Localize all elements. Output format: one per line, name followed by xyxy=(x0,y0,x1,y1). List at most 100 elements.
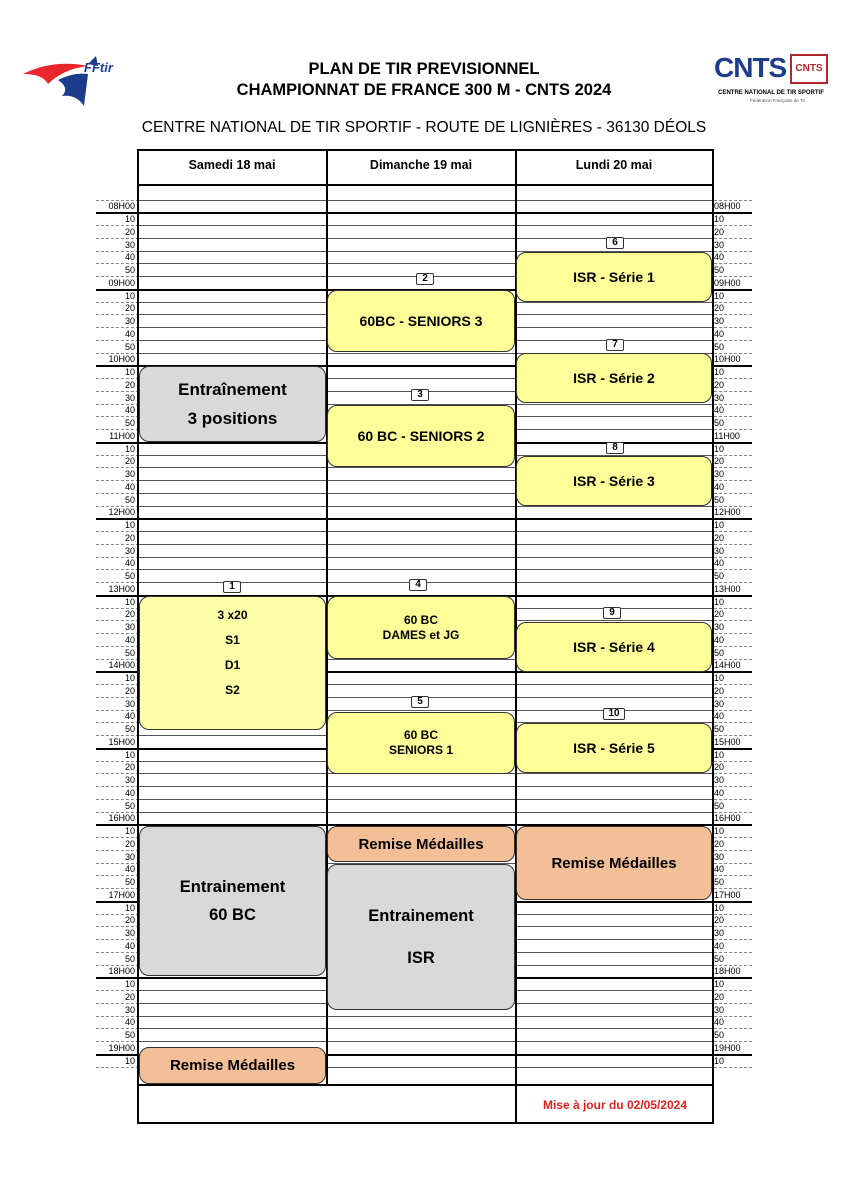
block-line: S1 xyxy=(225,633,240,647)
row-label-right: 13H00 xyxy=(714,583,741,594)
row-label-right: 50 xyxy=(714,877,725,887)
row-label-left: 20 xyxy=(124,838,135,849)
row-label-right: 30 xyxy=(714,698,725,709)
row-label-right: 50 xyxy=(714,265,725,275)
row-label-left: 50 xyxy=(124,877,135,887)
block-line: SENIORS 1 xyxy=(388,743,454,757)
row-label-right: 20 xyxy=(714,379,725,390)
row-label-left: 40 xyxy=(124,634,135,645)
row-label-right: 30 xyxy=(714,469,725,479)
row-label-right: 50 xyxy=(714,418,725,428)
row-label-right: 40 xyxy=(714,252,725,263)
row-label-right: 40 xyxy=(714,940,725,951)
row-label-left: 10 xyxy=(124,979,135,989)
row-line-inner xyxy=(137,480,712,481)
row-label-right: 30 xyxy=(714,239,725,250)
block-sun-seniors1: 60 BC SENIORS 1 xyxy=(327,712,515,774)
row-label-right: 18H00 xyxy=(714,966,741,977)
row-label-right: 11H00 xyxy=(714,430,740,441)
row-label-left: 10 xyxy=(124,520,135,530)
block-mon-isr-serie2: ISR - Série 2 xyxy=(516,353,712,403)
block-sat-3x20: 3 x20 S1 D1 S2 xyxy=(139,596,326,730)
row-line-inner xyxy=(137,378,712,379)
row-label-right: 20 xyxy=(714,762,725,773)
table-top-border xyxy=(137,149,712,151)
row-line-inner xyxy=(137,1028,712,1030)
row-line-inner xyxy=(137,543,712,545)
row-label-right: 30 xyxy=(714,622,725,632)
block-sat-training-60bc: Entrainement 60 BC xyxy=(139,826,326,976)
block-sun-training-isr: Entrainement ISR xyxy=(327,864,515,1010)
update-note: Mise à jour du 02/05/2024 xyxy=(542,1098,688,1112)
row-label-left: 40 xyxy=(124,864,135,875)
row-label-left: 20 xyxy=(124,226,135,237)
row-label-right: 10 xyxy=(714,749,725,760)
row-label-right: 30 xyxy=(714,928,725,938)
row-label-right: 10 xyxy=(714,826,725,836)
row-label-right: 10 xyxy=(714,979,725,989)
row-label-left: 10 xyxy=(124,214,135,224)
slot-number-badge: 1 xyxy=(223,581,241,593)
block-sun-seniors2: 60 BC - SENIORS 2 xyxy=(327,405,515,467)
block-sun-seniors3: 60BC - SENIORS 3 xyxy=(327,290,515,352)
row-label-left: 30 xyxy=(124,545,135,556)
row-label-right: 50 xyxy=(714,571,725,581)
row-line-inner xyxy=(137,1015,712,1017)
row-label-left: 11H00 xyxy=(109,430,135,441)
block-mon-isr-serie4: ISR - Série 4 xyxy=(516,622,712,672)
block-mon-isr-serie5: ISR - Série 5 xyxy=(516,723,712,773)
block-line: 60 BC xyxy=(403,728,438,742)
row-label-left: 10 xyxy=(124,826,135,836)
row-label-right: 10 xyxy=(714,596,725,607)
block-label: ISR - Série 3 xyxy=(573,473,655,489)
row-line-inner xyxy=(137,505,712,507)
row-label-right: 50 xyxy=(714,647,725,658)
row-label-left: 30 xyxy=(124,698,135,709)
block-label: 60 BC - SENIORS 2 xyxy=(357,428,485,444)
row-label-right: 30 xyxy=(714,545,725,556)
row-line-inner xyxy=(137,658,712,660)
row-label-right: 30 xyxy=(714,775,725,785)
row-label-left: 20 xyxy=(124,685,135,696)
row-line-inner xyxy=(137,288,712,291)
row-label-left: 10 xyxy=(124,443,135,454)
block-line: DAMES et JG xyxy=(382,627,460,642)
row-label-left: 10 xyxy=(124,1055,135,1066)
row-label-left: 50 xyxy=(124,571,135,581)
row-label-left: 40 xyxy=(124,558,135,569)
row-label-right: 20 xyxy=(714,838,725,849)
row-label-left: 20 xyxy=(124,379,135,390)
block-sat-medals: Remise Médailles xyxy=(139,1047,326,1084)
block-line: 60 BC xyxy=(209,906,256,924)
row-line-inner xyxy=(137,824,712,827)
row-label-left: 16H00 xyxy=(108,813,135,824)
row-label-right: 20 xyxy=(714,532,725,543)
block-label: Remise Médailles xyxy=(169,1057,296,1074)
row-label-right: 20 xyxy=(714,226,725,237)
row-label-left: 10 xyxy=(124,596,135,607)
row-line-inner xyxy=(137,403,712,405)
column-divider xyxy=(712,149,714,1124)
row-label-left: 19H00 xyxy=(108,1042,135,1053)
row-label-left: 30 xyxy=(124,928,135,938)
row-line-inner xyxy=(137,199,712,201)
row-label-left: 30 xyxy=(124,775,135,785)
row-line-inner xyxy=(137,798,712,800)
row-label-left: 20 xyxy=(124,762,135,773)
column-divider xyxy=(137,149,139,1124)
row-label-left: 20 xyxy=(124,915,135,926)
row-label-right: 15H00 xyxy=(714,736,741,747)
row-label-right: 20 xyxy=(714,991,725,1002)
row-label-left: 50 xyxy=(124,265,135,275)
block-line: D1 xyxy=(224,658,241,672)
row-line-inner xyxy=(137,684,712,685)
block-label: ISR - Série 4 xyxy=(573,639,655,655)
row-label-right: 14H00 xyxy=(714,660,741,671)
block-mon-isr-serie3: ISR - Série 3 xyxy=(516,456,712,506)
row-label-right: 10 xyxy=(714,290,725,301)
cnts-logo: CNTS CNTS CENTRE NATIONAL DE TIR SPORTIF… xyxy=(710,44,832,104)
row-label-left: 10 xyxy=(124,902,135,913)
row-line-inner xyxy=(137,786,712,787)
row-label-left: 30 xyxy=(124,392,135,403)
block-mon-isr-serie1: ISR - Série 1 xyxy=(516,252,712,302)
